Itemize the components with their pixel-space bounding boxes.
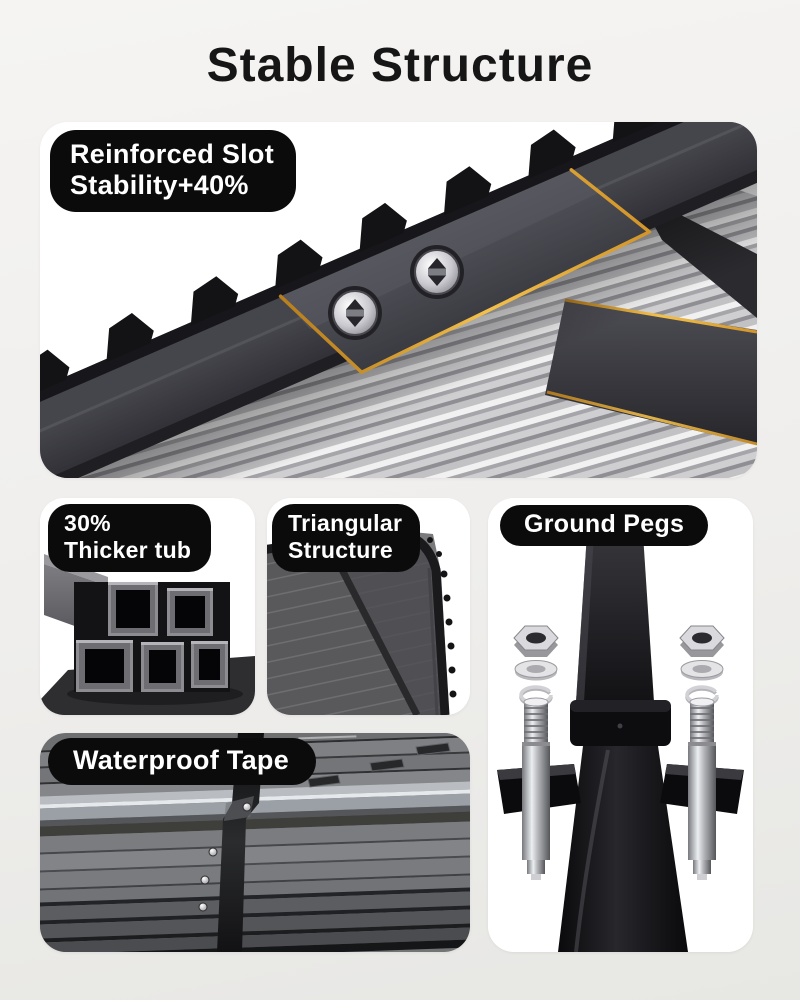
- tube-face: [167, 588, 213, 636]
- label-line: 30%: [64, 510, 111, 536]
- vent-slots: [307, 742, 451, 788]
- panel-reinforced-slot: Reinforced Slot Stability+40%: [40, 122, 757, 478]
- tube-face: [191, 641, 228, 688]
- tube-face: [141, 642, 184, 692]
- page-title: Stable Structure: [206, 39, 594, 92]
- label-line: Triangular: [288, 510, 403, 536]
- tube-face: [108, 582, 158, 636]
- waterproof-tape-label: Waterproof Tape: [48, 738, 317, 786]
- thicker-tube-label: 30% Thicker tub: [48, 504, 212, 573]
- panel-thicker-tube: 30% Thicker tub: [40, 498, 255, 715]
- roof-slot-joint-illustration: [40, 122, 757, 478]
- label-line: Ground Pegs: [524, 510, 685, 538]
- panel-waterproof-tape: Waterproof Tape: [40, 733, 470, 952]
- label-line: Reinforced Slot: [70, 139, 275, 169]
- ground-pegs-label: Ground Pegs: [500, 505, 709, 546]
- panel-ground-pegs: Ground Pegs: [488, 498, 753, 952]
- reinforced-slot-label: Reinforced Slot Stability+40%: [50, 130, 297, 213]
- label-line: Stability+40%: [70, 170, 249, 201]
- tube-face: [76, 640, 133, 692]
- screw-icon: [410, 245, 464, 299]
- triangular-structure-label: Triangular Structure: [272, 504, 421, 573]
- tape-strip: [217, 733, 264, 952]
- label-line: Structure: [288, 537, 393, 564]
- ground-pegs-illustration: [488, 498, 753, 952]
- label-line: Waterproof Tape: [73, 745, 290, 775]
- panel-triangular-structure: Triangular Structure: [267, 498, 470, 715]
- screw-icon: [328, 286, 382, 340]
- label-line: Thicker tub: [64, 537, 192, 564]
